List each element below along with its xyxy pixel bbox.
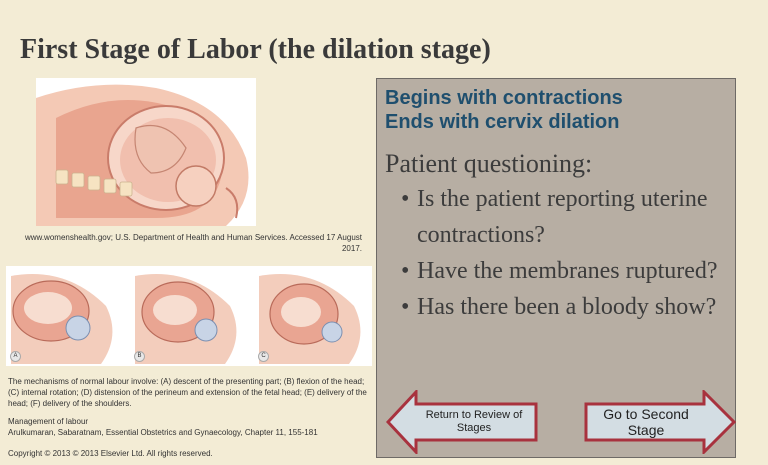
figure-panel-c: C	[254, 266, 372, 366]
content-panel: Begins with contractions Ends with cervi…	[376, 78, 736, 458]
headline-begins: Begins with contractions	[385, 87, 623, 109]
go-to-second-stage-label: Go to Second Stage	[603, 406, 689, 438]
question-item: Have the membranes ruptured?	[401, 253, 731, 289]
figure-panel-b: B	[130, 266, 248, 366]
question-list: Is the patient reporting uterine contrac…	[401, 181, 731, 325]
reference-citation: Arulkumaran, Sabaratnam, Essential Obste…	[8, 428, 318, 437]
return-to-review-button[interactable]: Return to Review of Stages	[386, 390, 538, 454]
mechanism-caption: The mechanisms of normal labour involve:…	[8, 377, 367, 408]
question-item: Has there been a bloody show?	[401, 289, 731, 325]
pregnancy-cross-section-image	[36, 78, 256, 227]
headline-ends: Ends with cervix dilation	[385, 111, 620, 133]
mechanism-illustration	[259, 274, 361, 364]
mechanism-illustration	[135, 274, 237, 364]
mechanism-illustration	[11, 274, 113, 364]
questioning-heading: Patient questioning:	[385, 149, 593, 178]
reference-title: Management of labour	[8, 417, 89, 426]
pregnancy-illustration	[36, 78, 256, 227]
figure-label: C	[258, 351, 269, 362]
figure-label: A	[10, 351, 21, 362]
return-to-review-label: Return to Review of Stages	[425, 409, 523, 434]
top-figure-caption: www.womenshealth.gov; U.S. Department of…	[24, 233, 362, 253]
figure-panel-a: A	[6, 266, 124, 366]
figure-label: B	[134, 351, 145, 362]
question-item: Is the patient reporting uterine contrac…	[401, 181, 731, 253]
right-arrow-icon	[584, 390, 736, 454]
left-arrow-icon	[386, 390, 538, 454]
labour-mechanism-figures: A B C	[6, 266, 372, 366]
go-to-second-stage-button[interactable]: Go to Second Stage	[584, 390, 736, 454]
copyright-notice: Copyright © 2013 © 2013 Elsevier Ltd. Al…	[8, 449, 213, 458]
slide-title: First Stage of Labor (the dilation stage…	[20, 34, 491, 65]
